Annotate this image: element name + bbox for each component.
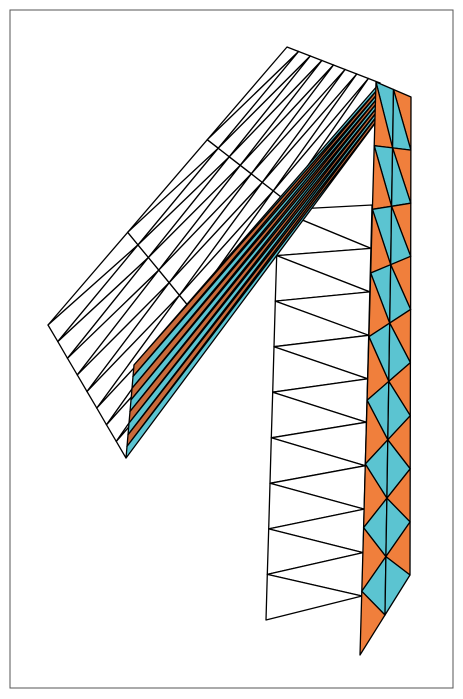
vert-strip-cell-triangle [384,555,411,616]
vertical-colored-strip [359,81,412,656]
frame-border [9,9,454,689]
vert-strip-cell-triangle [359,590,386,656]
right-tower-white-mesh [265,204,373,621]
tower-cell-triangle [265,573,363,621]
diag-strip-cell-triangle [125,109,386,459]
